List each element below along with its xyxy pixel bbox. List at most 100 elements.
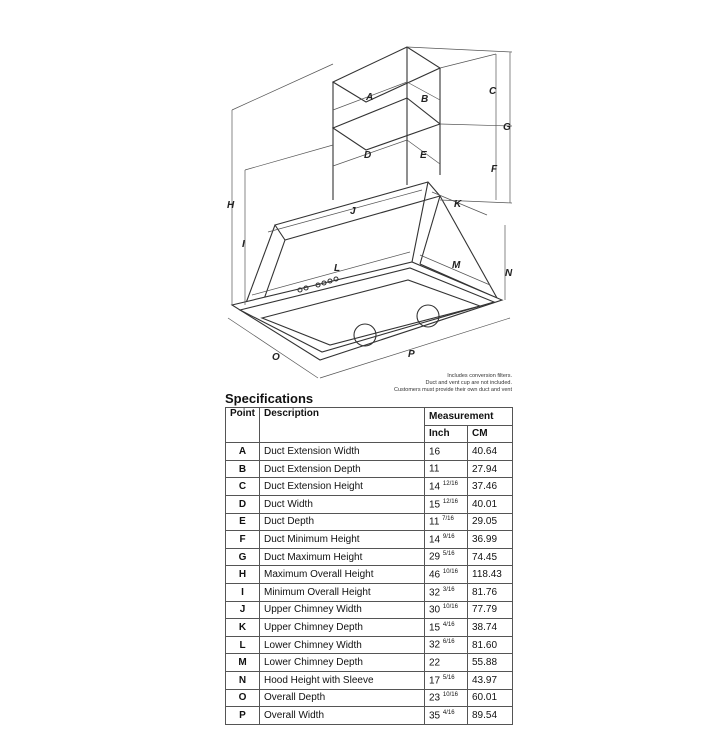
label-j: J xyxy=(350,206,356,217)
inch-cell: 14 12/16 xyxy=(424,477,468,496)
point-cell: H xyxy=(225,565,260,584)
cm-cell: 27.94 xyxy=(467,459,513,479)
range-hood-dimension-diagram: A B C D E F G H I J K L M N O P xyxy=(227,46,513,379)
label-o: O xyxy=(272,352,280,363)
label-m: M xyxy=(452,260,461,271)
subheader-row: Inch CM xyxy=(226,424,513,444)
point-cell: C xyxy=(225,477,260,496)
inch-cell: 22 xyxy=(424,653,468,672)
description-cell: Duct Depth xyxy=(259,512,425,532)
description-cell: Maximum Overall Height xyxy=(259,565,425,584)
inch-whole: 23 xyxy=(429,692,441,704)
label-a: A xyxy=(365,92,373,103)
inch-cell: 23 10/16 xyxy=(424,688,468,708)
description-cell: Lower Chimney Depth xyxy=(259,653,425,672)
point-cell: K xyxy=(225,618,260,637)
header-description: Description xyxy=(259,406,425,444)
point-cell: F xyxy=(225,530,260,549)
point-cell: I xyxy=(225,582,260,602)
inch-cell: 11 7/16 xyxy=(424,512,468,532)
label-k: K xyxy=(454,199,462,210)
inch-cell: 32 6/16 xyxy=(424,635,468,655)
inch-fraction: 10/16 xyxy=(442,604,458,611)
inch-cell: 35 4/16 xyxy=(424,706,468,725)
inch-cell: 30 10/16 xyxy=(424,600,468,620)
inch-fraction: 10/16 xyxy=(442,692,458,699)
inch-whole: 32 xyxy=(429,639,441,651)
inch-whole: 22 xyxy=(429,657,441,669)
description-cell: Upper Chimney Width xyxy=(259,600,425,620)
cm-cell: 89.54 xyxy=(467,706,513,725)
inch-whole: 30 xyxy=(429,604,441,616)
cm-cell: 40.01 xyxy=(467,494,513,514)
inch-whole: 15 xyxy=(429,498,441,510)
description-cell: Duct Width xyxy=(259,494,425,514)
label-l: L xyxy=(334,263,340,274)
header-cm: CM xyxy=(467,424,513,444)
installation-notes: Includes conversion filters. Duct and ve… xyxy=(394,373,512,394)
inch-cell: 29 5/16 xyxy=(424,547,468,567)
cm-cell: 55.88 xyxy=(467,653,513,672)
label-f: F xyxy=(491,164,498,175)
point-cell: E xyxy=(225,512,260,532)
label-e: E xyxy=(420,150,427,161)
cm-cell: 74.45 xyxy=(467,547,513,567)
inch-whole: 14 xyxy=(429,481,441,493)
inch-cell: 16 xyxy=(424,442,468,461)
cm-cell: 43.97 xyxy=(467,670,513,690)
cm-cell: 118.43 xyxy=(467,565,513,584)
cm-cell: 81.76 xyxy=(467,582,513,602)
inch-fraction: 10/16 xyxy=(442,568,458,575)
label-p: P xyxy=(408,349,415,360)
description-cell: Overall Width xyxy=(259,706,425,725)
cm-cell: 60.01 xyxy=(467,688,513,708)
point-cell: P xyxy=(225,706,260,725)
inch-whole: 35 xyxy=(429,710,441,722)
point-cell: J xyxy=(225,600,260,620)
point-cell: N xyxy=(225,670,260,690)
inch-cell: 15 12/16 xyxy=(424,494,468,514)
inch-cell: 14 9/16 xyxy=(424,530,468,549)
description-cell: Lower Chimney Width xyxy=(259,635,425,655)
label-i: I xyxy=(242,239,245,250)
label-b: B xyxy=(421,94,428,105)
note-line: Duct and vent cup are not included. xyxy=(425,380,512,386)
cm-cell: 77.79 xyxy=(467,600,513,620)
label-g: G xyxy=(503,122,511,133)
label-d: D xyxy=(364,150,371,161)
description-cell: Duct Minimum Height xyxy=(259,530,425,549)
inch-whole: 11 xyxy=(429,463,440,475)
description-cell: Duct Maximum Height xyxy=(259,547,425,567)
label-c: C xyxy=(489,86,497,97)
inch-fraction: 4/16 xyxy=(442,621,455,628)
description-cell: Duct Extension Width xyxy=(259,442,425,461)
cm-cell: 40.64 xyxy=(467,442,513,461)
inch-fraction: 7/16 xyxy=(442,516,454,523)
inch-cell: 17 5/16 xyxy=(424,670,468,690)
inch-whole: 29 xyxy=(429,551,441,563)
point-cell: L xyxy=(225,635,260,655)
point-cell: O xyxy=(225,688,260,708)
inch-fraction: 9/16 xyxy=(442,533,455,540)
inch-whole: 16 xyxy=(429,446,441,458)
label-n: N xyxy=(505,268,513,279)
description-cell: Upper Chimney Depth xyxy=(259,618,425,637)
point-cell: B xyxy=(225,459,260,479)
point-cell: D xyxy=(225,494,260,514)
description-cell: Duct Extension Depth xyxy=(259,459,425,479)
cm-cell: 36.99 xyxy=(467,530,513,549)
header-point: Point xyxy=(225,406,260,444)
inch-cell: 46 10/16 xyxy=(424,565,468,584)
